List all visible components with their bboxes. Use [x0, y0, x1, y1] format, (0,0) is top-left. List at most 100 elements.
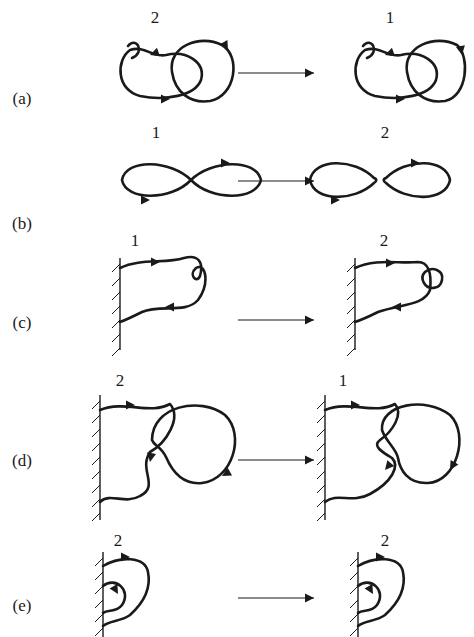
wall-hatch: [317, 513, 325, 521]
wall-hatch: [112, 306, 120, 314]
panel-letter: (b): [12, 215, 32, 232]
panel-letter: (a): [13, 90, 32, 107]
wall-hatch: [350, 572, 358, 580]
vortex-line: [152, 405, 235, 483]
vortex-line: [120, 257, 205, 322]
arrowhead: [396, 95, 405, 104]
wall-hatch: [347, 348, 355, 356]
arrowhead: [351, 401, 360, 410]
vortex-line: [103, 559, 149, 626]
wall-hatch: [92, 429, 100, 437]
wall-hatch: [347, 320, 355, 328]
wall-hatch: [95, 600, 103, 608]
wall-hatch: [350, 586, 358, 594]
wall-hatch: [317, 415, 325, 423]
vortex-line: [407, 41, 465, 102]
wall-line: [119, 258, 120, 350]
vortex-line: [356, 49, 437, 98]
arrowhead: [305, 69, 314, 78]
vortex-line: [382, 405, 459, 484]
panel-letter: (d): [12, 452, 32, 469]
vortex-line: [172, 41, 234, 102]
wall-hatch: [317, 457, 325, 465]
wall-hatch: [95, 628, 103, 636]
state-number: 1: [339, 372, 348, 389]
wall-hatch: [92, 415, 100, 423]
wall-hatch: [95, 614, 103, 622]
wall-line: [354, 258, 355, 350]
arrowhead: [411, 159, 420, 168]
state-number: 2: [380, 232, 389, 249]
vortex-line: [384, 163, 450, 197]
transition-arrow: [238, 459, 314, 460]
vortex-line: [363, 43, 374, 58]
arrowhead: [121, 553, 130, 562]
arrowhead: [446, 460, 458, 472]
arrowhead: [305, 456, 314, 465]
state-number: 2: [151, 9, 160, 26]
wall-hatch: [95, 558, 103, 566]
vortex-line: [310, 163, 376, 197]
wall-hatch: [92, 443, 100, 451]
wall-hatch: [350, 600, 358, 608]
arrowhead: [382, 460, 395, 473]
vortex-line: [103, 583, 125, 613]
arrowhead: [305, 177, 314, 186]
wall-hatch: [317, 443, 325, 451]
wall-hatch: [92, 457, 100, 465]
vortex-line: [422, 269, 442, 288]
state-number: 2: [381, 532, 390, 549]
vortex-line: [122, 164, 261, 196]
wall-hatch: [350, 628, 358, 636]
wall-hatch: [317, 429, 325, 437]
vortex-line: [121, 49, 202, 98]
state-number: 2: [381, 124, 390, 141]
wall-hatch: [112, 292, 120, 300]
arrowhead: [126, 401, 135, 410]
arrowhead: [386, 259, 395, 268]
transition-arrow: [238, 180, 314, 181]
arrowhead: [220, 40, 232, 52]
wall-hatch: [350, 614, 358, 622]
wall-hatch: [317, 499, 325, 507]
arrowhead: [151, 258, 160, 267]
arrowhead: [365, 584, 377, 596]
arrowhead: [221, 159, 230, 168]
arrowhead: [376, 553, 385, 562]
panel-letter: (c): [13, 314, 32, 331]
wall-hatch: [112, 320, 120, 328]
wall-hatch: [347, 292, 355, 300]
wall-hatch: [317, 471, 325, 479]
state-number: 2: [114, 532, 123, 549]
wall-hatch: [347, 264, 355, 272]
arrowhead: [305, 316, 314, 325]
arrowhead: [331, 196, 340, 205]
wall-hatch: [92, 499, 100, 507]
panel-letter: (e): [13, 597, 32, 614]
wall-hatch: [112, 264, 120, 272]
arrowhead: [305, 594, 314, 603]
arrowhead: [110, 584, 122, 596]
wall-hatch: [95, 586, 103, 594]
arrowhead: [220, 468, 232, 480]
arrowhead: [456, 45, 466, 55]
wall-hatch: [112, 278, 120, 286]
vortex-line: [355, 262, 431, 322]
arrowhead: [148, 48, 160, 60]
arrowhead: [392, 303, 401, 312]
transition-arrow: [238, 72, 314, 73]
state-number: 2: [116, 372, 125, 389]
arrowhead: [383, 48, 395, 60]
transition-arrow: [238, 319, 314, 320]
wall-hatch: [92, 513, 100, 521]
wall-hatch: [317, 485, 325, 493]
vortex-line: [325, 404, 398, 502]
wall-hatch: [112, 348, 120, 356]
wall-hatch: [347, 334, 355, 342]
transition-arrow: [238, 597, 314, 598]
wall-hatch: [347, 306, 355, 314]
wall-hatch: [112, 334, 120, 342]
arrowhead: [165, 303, 174, 312]
vortex-line: [358, 559, 404, 626]
state-number: 1: [152, 124, 161, 141]
